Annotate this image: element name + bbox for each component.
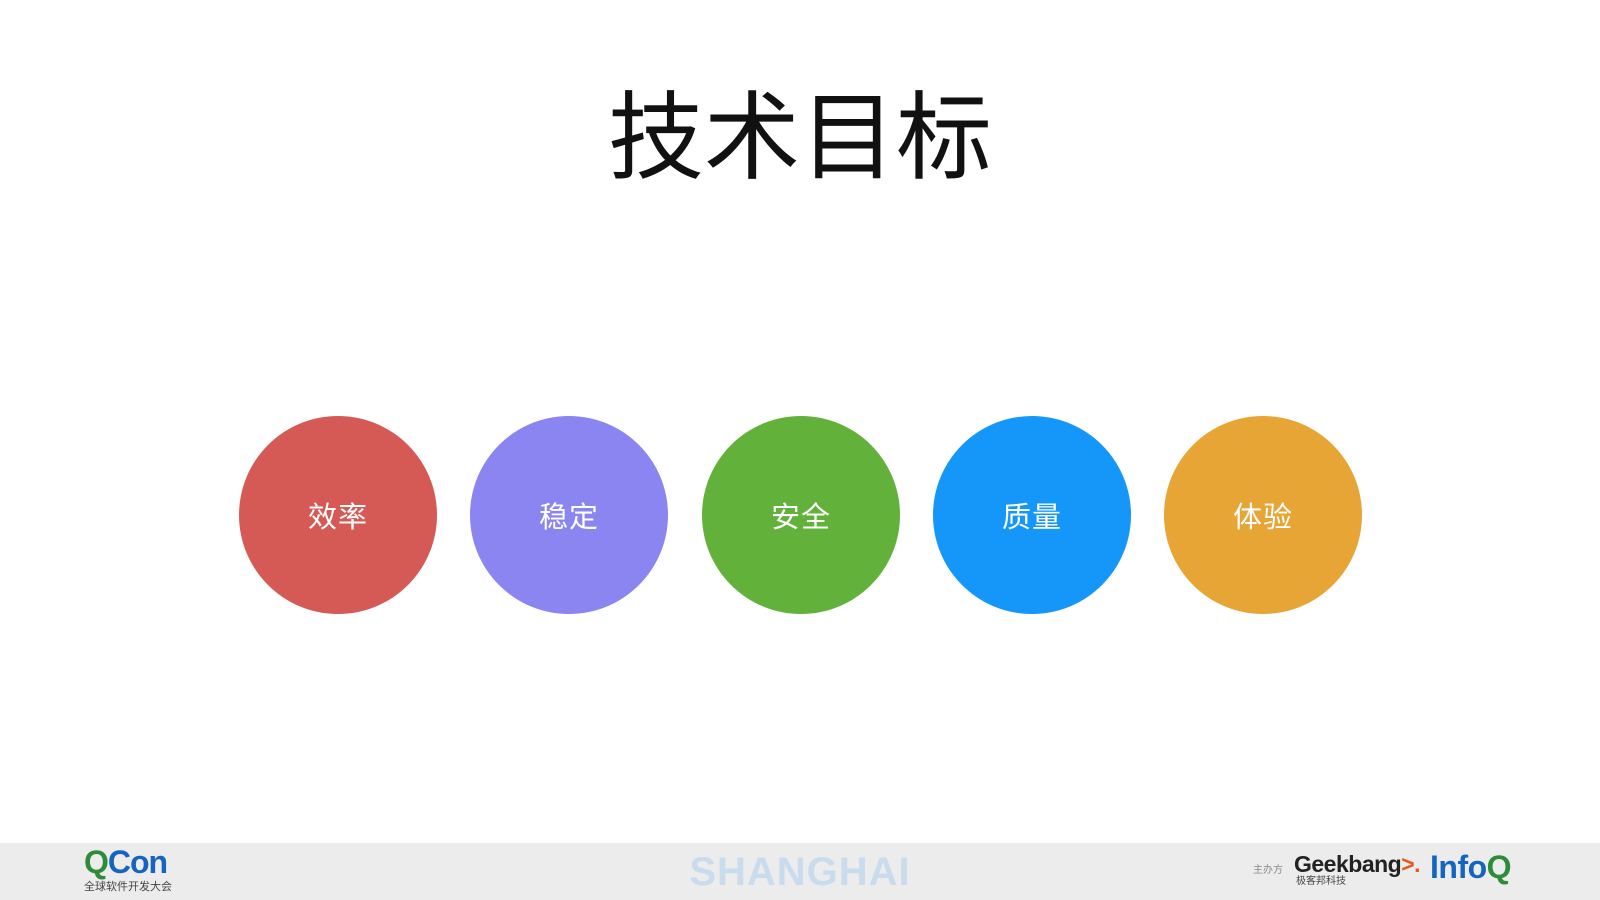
geekbang-wordmark: Geekbang>. bbox=[1294, 851, 1421, 877]
city-watermark: SHANGHAI bbox=[689, 850, 911, 894]
sponsor-label: 主办方 bbox=[1253, 865, 1283, 876]
goal-circle-security: 安全 bbox=[702, 416, 900, 614]
goal-circle-efficiency: 效率 bbox=[239, 416, 437, 614]
footer-bar: QCon 全球软件开发大会 SHANGHAI 主办方 Geekbang>. 极客… bbox=[0, 843, 1600, 900]
qcon-logo: QCon 全球软件开发大会 bbox=[84, 844, 194, 896]
goal-circle-experience: 体验 bbox=[1164, 416, 1362, 614]
infoq-wordmark-q: Q bbox=[1486, 849, 1512, 885]
goal-label-stability: 稳定 bbox=[538, 500, 599, 534]
goal-label-experience: 体验 bbox=[1232, 500, 1293, 534]
goals-row: 效率 稳定 安全 质量 体验 bbox=[0, 416, 1600, 614]
goal-circle-stability: 稳定 bbox=[470, 416, 668, 614]
goal-label-efficiency: 效率 bbox=[307, 500, 368, 534]
geekbang-arrow-icon: >. bbox=[1401, 851, 1421, 877]
qcon-subtitle: 全球软件开发大会 bbox=[84, 880, 172, 893]
qcon-wordmark-con: Con bbox=[107, 844, 168, 880]
qcon-wordmark: QCon bbox=[84, 844, 168, 880]
goal-label-quality: 质量 bbox=[1001, 500, 1062, 534]
infoq-logo: InfoQ bbox=[1430, 849, 1512, 885]
geekbang-logo: Geekbang>. 极客邦科技 bbox=[1294, 851, 1424, 895]
qcon-wordmark-q: Q bbox=[84, 844, 109, 880]
infoq-wordmark-info: Info bbox=[1430, 849, 1487, 885]
geekbang-subtitle: 极客邦科技 bbox=[1296, 876, 1346, 887]
goal-label-security: 安全 bbox=[770, 500, 831, 534]
slide-title: 技术目标 bbox=[608, 82, 992, 194]
goal-circle-quality: 质量 bbox=[933, 416, 1131, 614]
geekbang-wordmark-text: Geekbang bbox=[1294, 851, 1402, 877]
